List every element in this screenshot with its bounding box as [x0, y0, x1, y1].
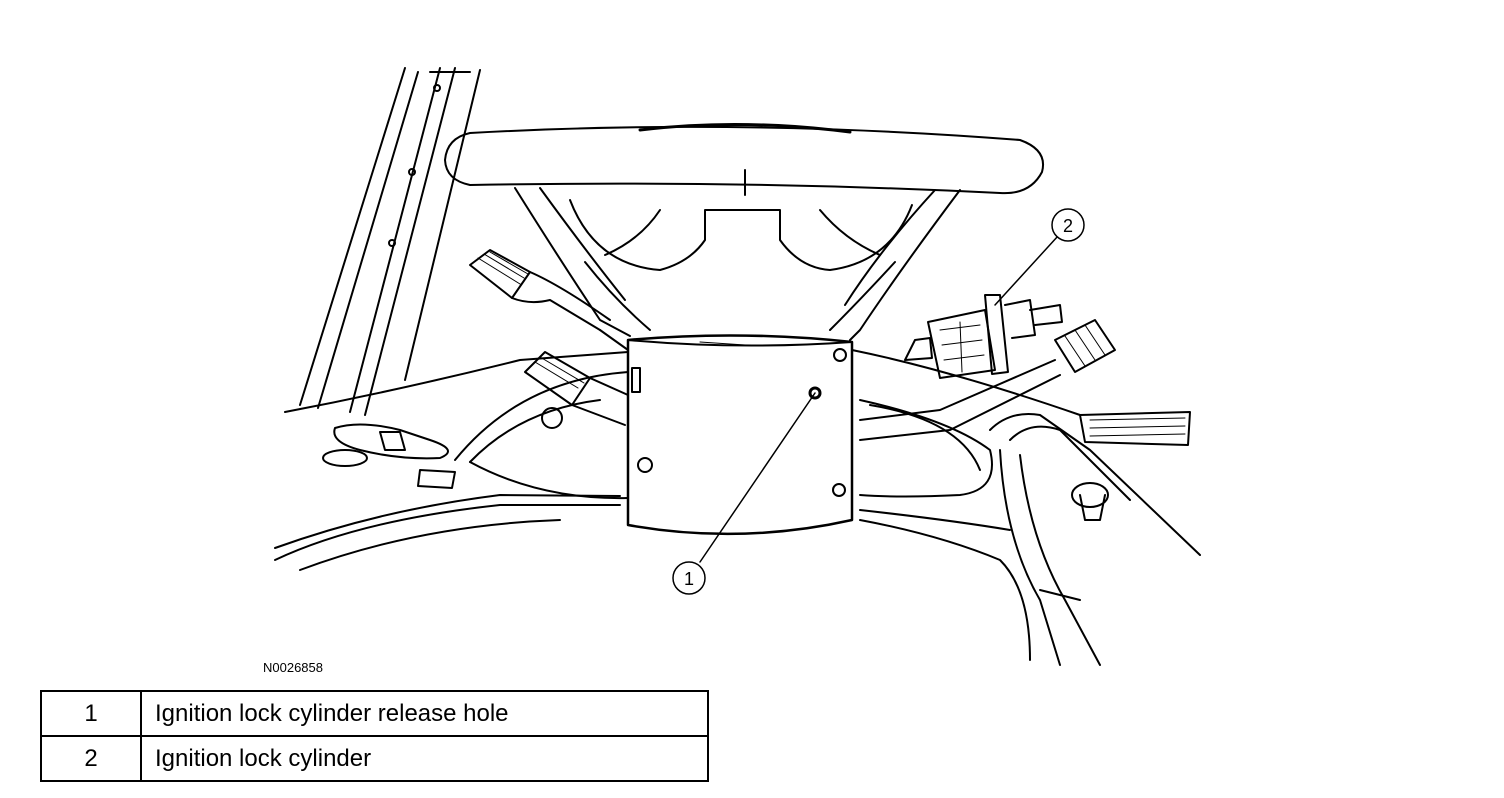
ignition-lock-cylinder — [904, 294, 1063, 379]
legend-number: 1 — [40, 690, 142, 737]
legend-description: Ignition lock cylinder release hole — [140, 690, 709, 737]
callout-1: 1 — [672, 561, 706, 595]
dash-right — [851, 349, 1201, 666]
right-stalk — [859, 319, 1116, 441]
callout-leaders — [699, 235, 1059, 563]
steering-wheel — [444, 122, 1044, 341]
figure-code: N0026858 — [263, 660, 323, 675]
legend-number: 2 — [40, 735, 142, 782]
legend-table: 1 Ignition lock cylinder release hole 2 … — [40, 690, 709, 782]
callout-2-number: 2 — [1063, 216, 1073, 236]
column-shroud — [626, 334, 854, 536]
callout-2: 2 — [1051, 208, 1085, 242]
left-stalk — [469, 249, 629, 351]
steering-column-diagram: 1 2 — [274, 67, 1201, 666]
legend-row: 1 Ignition lock cylinder release hole — [40, 690, 709, 737]
callout-1-number: 1 — [684, 569, 694, 589]
legend-row: 2 Ignition lock cylinder — [40, 735, 709, 782]
a-pillar — [299, 67, 481, 416]
dash-left — [274, 351, 629, 571]
legend-description: Ignition lock cylinder — [140, 735, 709, 782]
